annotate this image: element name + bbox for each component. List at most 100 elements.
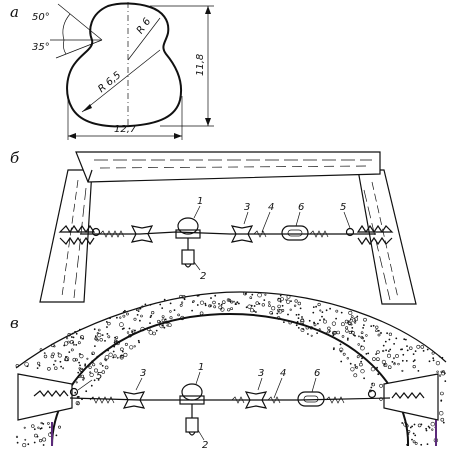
rock-dot xyxy=(365,352,368,355)
rock-grain xyxy=(227,308,231,312)
rock-grain xyxy=(440,417,445,422)
rock-dot xyxy=(346,337,349,340)
rock-grain xyxy=(359,362,363,367)
rock-dot xyxy=(406,349,409,352)
rock-dot xyxy=(428,426,431,429)
rock-grain xyxy=(309,326,313,330)
leader-b-3 xyxy=(243,211,249,225)
rock-dot xyxy=(155,329,158,332)
rock-grain xyxy=(441,371,446,376)
rock-dot xyxy=(164,318,167,321)
rock-grain xyxy=(403,422,408,427)
rock-dot xyxy=(354,364,357,366)
anchor-right-b xyxy=(356,224,394,246)
rock-grain xyxy=(177,313,180,317)
callout-v-6: 6 xyxy=(314,368,320,379)
rock-dot xyxy=(123,327,125,330)
rock-grain xyxy=(348,310,353,315)
rock-grain xyxy=(288,321,292,325)
rock-grain xyxy=(243,291,247,296)
rock-dot xyxy=(414,434,417,437)
rock-dot xyxy=(244,292,247,295)
rock-dot xyxy=(404,338,407,341)
leader-b-4 xyxy=(261,211,271,233)
rock-grain xyxy=(62,367,65,370)
rock-dot xyxy=(75,343,78,346)
rock-dot xyxy=(313,321,316,324)
rock-grain xyxy=(64,357,69,362)
rock-grain xyxy=(24,438,27,441)
rock-dot xyxy=(137,310,140,313)
link-v-inner xyxy=(303,395,319,403)
rock-dot xyxy=(385,349,388,352)
rock-grain xyxy=(393,362,396,366)
angle-bottom-line xyxy=(55,39,103,59)
rock-grain xyxy=(379,331,383,335)
rock-grain xyxy=(360,331,364,335)
rock-dot xyxy=(414,350,417,353)
wire-b xyxy=(80,231,376,235)
rock-dot xyxy=(214,294,217,297)
rock-grain xyxy=(372,357,376,361)
rock-dot xyxy=(138,341,141,344)
width-arrow-left xyxy=(68,133,76,139)
rock-grain xyxy=(435,361,441,366)
rock-dot xyxy=(109,317,111,320)
rock-grain xyxy=(199,300,205,305)
callout-v-4: 4 xyxy=(280,368,286,379)
rock-dot xyxy=(391,360,394,363)
angle-bottom-arc xyxy=(62,39,67,55)
link-b-inner xyxy=(287,229,303,237)
spring-mid-v xyxy=(231,396,245,404)
rock-dot xyxy=(277,297,280,300)
rock-grain xyxy=(336,330,341,335)
rock-grain xyxy=(166,324,169,327)
rock-grain xyxy=(388,332,393,336)
rock-grain xyxy=(407,433,410,435)
rock-grain xyxy=(436,370,439,373)
rock-grain xyxy=(327,326,331,330)
rock-dot xyxy=(371,382,374,385)
hook-left-b xyxy=(91,227,101,237)
rock-dot xyxy=(442,421,445,424)
angle-top-value: 50° xyxy=(32,12,50,23)
rock-dot xyxy=(297,317,300,320)
rock-grain xyxy=(50,354,54,359)
rock-grain xyxy=(359,354,363,357)
rock-dot xyxy=(425,427,428,430)
rock-grain xyxy=(300,328,305,332)
rock-dot xyxy=(387,350,390,353)
rock-grain xyxy=(15,364,19,368)
rock-grain xyxy=(31,424,35,428)
rock-grain xyxy=(23,426,26,429)
callout-b-5: 5 xyxy=(340,202,346,213)
rock-grain xyxy=(209,304,213,307)
rock-dot xyxy=(296,320,299,323)
rock-grain xyxy=(167,323,172,328)
rock-dot xyxy=(204,304,207,307)
rock-dot xyxy=(245,306,248,309)
rock-dot xyxy=(196,304,199,306)
rock-dot xyxy=(229,300,232,303)
height-value: 11,8 xyxy=(195,54,206,76)
rock-grain xyxy=(255,301,259,305)
rock-dot xyxy=(84,364,87,367)
rock-dot xyxy=(279,300,282,303)
rock-dot xyxy=(321,315,323,318)
rock-grain xyxy=(140,314,143,318)
rock-grain xyxy=(286,294,291,299)
rock-grain xyxy=(77,341,81,345)
rock-dot xyxy=(351,326,354,329)
rock-dot xyxy=(432,359,435,362)
leader-v-3b xyxy=(257,377,263,391)
rock-dot xyxy=(85,390,88,393)
rock-grain xyxy=(406,443,408,446)
rock-grain xyxy=(340,322,345,327)
rock-grain xyxy=(420,345,425,349)
rock-dot xyxy=(113,345,116,348)
rock-grain xyxy=(115,339,118,342)
rock-dot xyxy=(42,422,45,425)
rock-grain xyxy=(36,361,41,365)
rock-grain xyxy=(277,304,281,309)
rock-grain xyxy=(276,316,281,320)
